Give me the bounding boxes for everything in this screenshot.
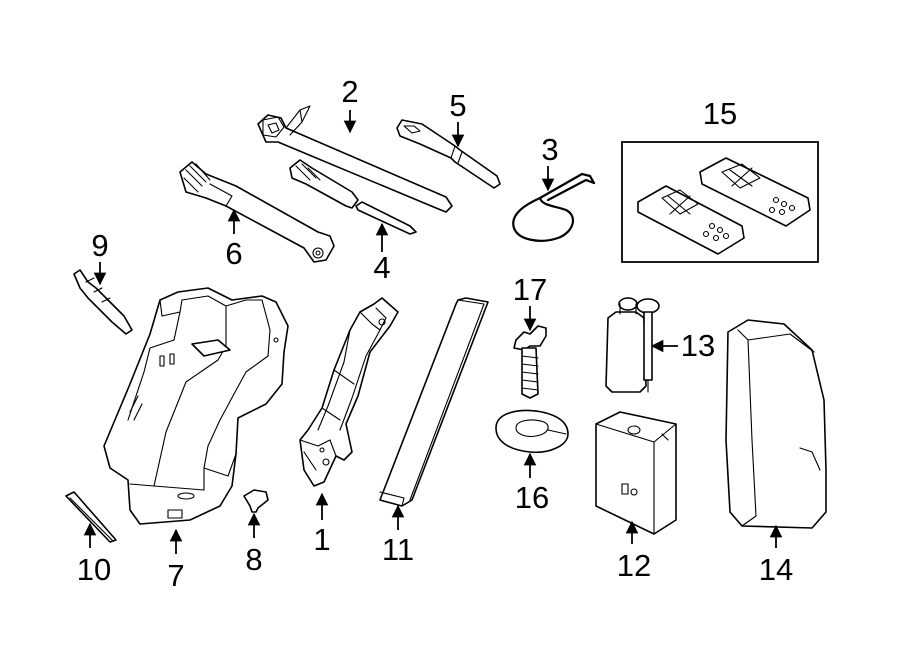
foam-bar-part — [379, 297, 489, 507]
callout-4: 4 — [373, 250, 390, 285]
callout-8: 8 — [245, 542, 262, 577]
callout-15: 15 — [703, 96, 737, 131]
callout-14: 14 — [759, 552, 793, 587]
callout-labels: 2 5 3 15 6 4 9 17 13 16 1 11 7 10 8 12 1… — [77, 74, 793, 593]
spring-washer-part — [495, 409, 569, 454]
callout-13: 13 — [681, 328, 715, 363]
handle-tool-part — [396, 119, 501, 189]
push-pin-part — [73, 269, 133, 335]
callout-1: 1 — [313, 522, 330, 557]
screwdriver-part — [289, 159, 417, 235]
callout-5: 5 — [449, 88, 466, 123]
compressor-box-part — [595, 411, 677, 535]
lug-wrench-part — [257, 105, 453, 213]
callout-17: 17 — [513, 272, 547, 307]
tire-cover-part — [725, 319, 827, 529]
parts-kit-box — [621, 141, 819, 263]
trim-strip-part — [65, 491, 117, 543]
sealant-bottle-part — [605, 297, 660, 393]
callout-9: 9 — [91, 228, 108, 263]
wire-hook-part — [512, 172, 596, 242]
leader-lines — [83, 110, 783, 554]
callout-2: 2 — [341, 74, 358, 109]
tool-tray-part — [103, 287, 289, 525]
callout-12: 12 — [617, 548, 651, 583]
wing-bolt-part — [513, 325, 547, 399]
jack-handle-part — [179, 161, 335, 263]
callout-10: 10 — [77, 552, 111, 587]
clip-part — [243, 489, 269, 513]
callout-11: 11 — [382, 532, 414, 567]
callout-3: 3 — [541, 132, 558, 167]
callout-6: 6 — [225, 236, 242, 271]
callout-7: 7 — [167, 558, 184, 593]
callout-16: 16 — [515, 480, 549, 515]
scissor-jack-part — [299, 297, 399, 487]
